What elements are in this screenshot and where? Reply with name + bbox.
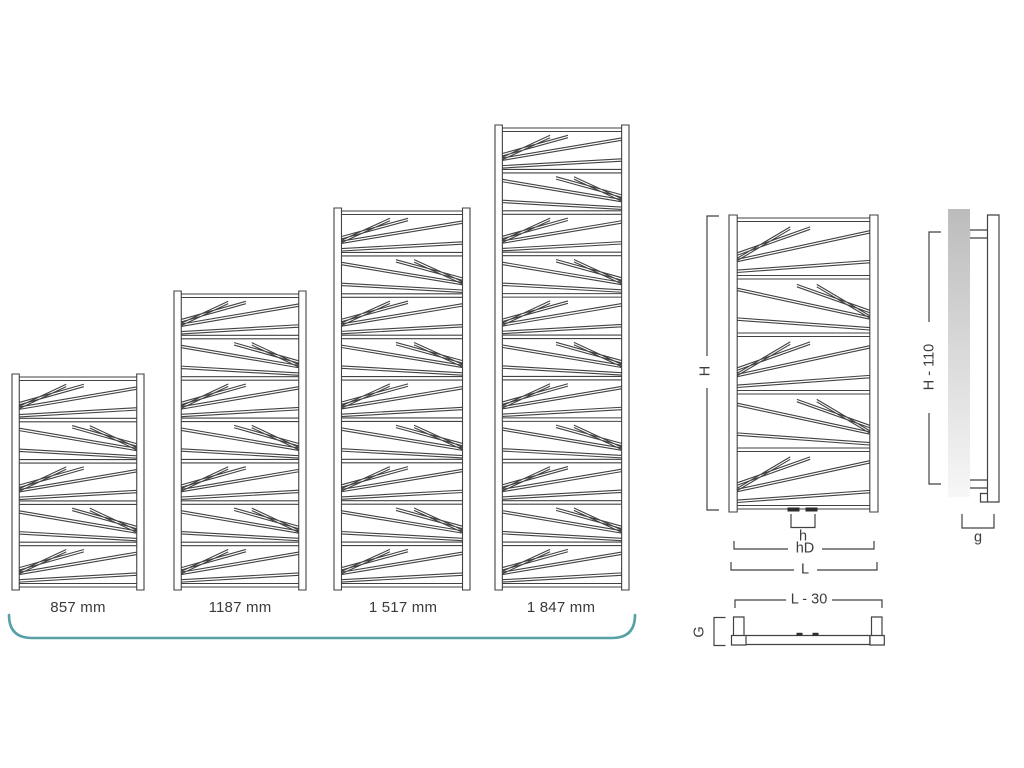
size-label-1847: 1 847 mm: [526, 599, 596, 616]
size-label-1517: 1 517 mm: [368, 599, 438, 616]
top-view-outline: [730, 616, 885, 646]
h-total-bracket: [706, 215, 719, 511]
radiator-front-views: [11, 124, 879, 591]
radiator-front-view-857mm: [11, 373, 145, 591]
dim-label-L: L: [797, 562, 813, 577]
dim-label-H: H: [698, 362, 714, 380]
accent-size-range-bracket: [7, 613, 637, 640]
dim-label-g: g: [970, 530, 986, 546]
dim-label-h: h: [795, 529, 811, 545]
pipe-spacing-bracket: [790, 514, 816, 529]
wall-shading: [948, 209, 970, 497]
radiator-front-view-1187mm: [173, 290, 307, 591]
dim-label-hD: hD: [792, 541, 818, 556]
dimension-line-art: [706, 214, 1000, 647]
radiator-dimension-front-view: [728, 214, 879, 513]
pipe-stubs: [787, 507, 819, 636]
dim-label-L30: L - 30: [787, 592, 831, 607]
size-label-857: 857 mm: [50, 599, 106, 616]
wall-gap-bracket: [961, 514, 995, 529]
h110-bracket: [928, 231, 941, 485]
dim-label-H110: H - 110: [922, 340, 938, 394]
l30-dimension-line: [734, 599, 883, 608]
dim-label-G: G: [692, 622, 708, 641]
size-label-1187: 1187 mm: [208, 599, 272, 616]
hd-dimension-line: [733, 541, 875, 550]
side-view-outline: [968, 214, 1000, 503]
radiator-front-view-1847mm: [494, 124, 630, 591]
l-dimension-line: [730, 562, 878, 571]
radiator-front-view-1517mm: [333, 207, 471, 591]
g-depth-bracket: [713, 616, 726, 647]
